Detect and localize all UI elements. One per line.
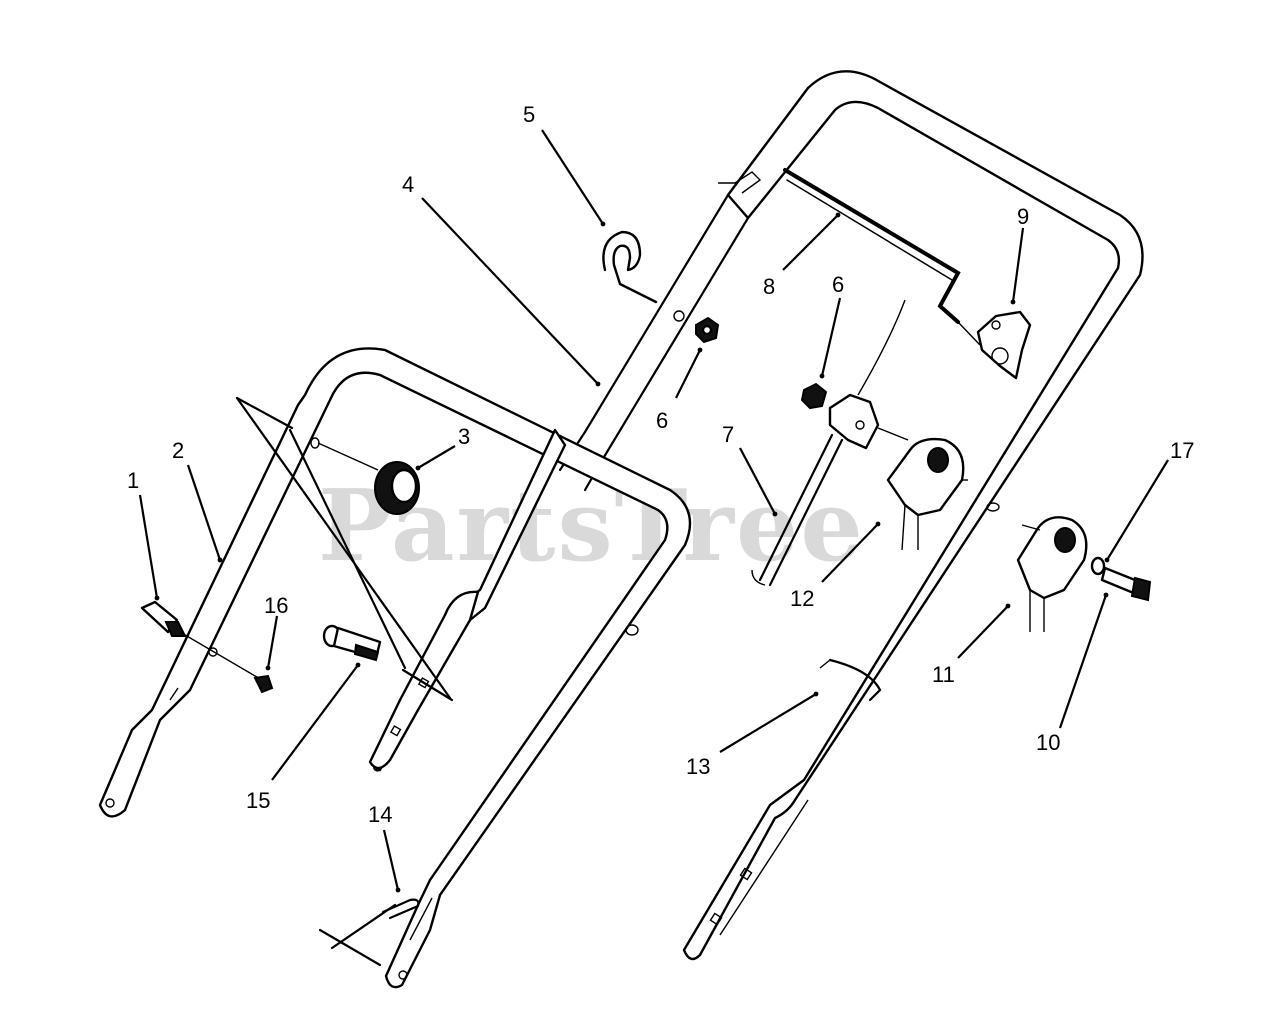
callout-7: 7 [722, 422, 778, 517]
callout-3-label: 3 [458, 424, 470, 449]
callout-8: 8 [763, 212, 841, 299]
callout-13-label: 13 [686, 754, 710, 779]
part-15-bolt [322, 624, 382, 662]
callout-8-label: 8 [763, 274, 775, 299]
upper-handle [558, 70, 1144, 961]
part-7-cable [751, 433, 844, 587]
part-11-control [1016, 516, 1088, 632]
callout-11: 11 [932, 603, 1011, 687]
part-6-nut-lower [800, 382, 828, 410]
callout-2: 2 [172, 438, 223, 563]
callout-3: 3 [415, 424, 470, 471]
callout-2-label: 2 [172, 438, 184, 463]
callout-6a: 6 [656, 347, 703, 433]
callout-9-label: 9 [1017, 204, 1029, 229]
callout-6b-label: 6 [832, 272, 844, 297]
callout-10: 10 [1036, 592, 1109, 755]
callout-6b: 6 [819, 272, 844, 379]
callout-16: 16 [264, 593, 288, 671]
callout-4-label: 4 [402, 172, 414, 197]
callout-12: 12 [790, 521, 881, 611]
callout-14: 14 [368, 802, 401, 893]
callout-10-label: 10 [1036, 730, 1060, 755]
callout-16-label: 16 [264, 593, 288, 618]
callout-4: 4 [402, 172, 601, 387]
callout-14-label: 14 [368, 802, 392, 827]
callout-9: 9 [1010, 204, 1029, 305]
part-5-clip [602, 230, 658, 304]
callout-15-label: 15 [246, 788, 270, 813]
callout-17-label: 17 [1170, 438, 1194, 463]
callout-5-label: 5 [523, 102, 535, 127]
callout-1-label: 1 [127, 468, 139, 493]
part-3-knob [310, 437, 420, 515]
part-10-bolt [1100, 566, 1152, 602]
cable-guide-block [828, 299, 909, 450]
callout-17: 17 [1104, 438, 1194, 563]
lower-handle [98, 347, 692, 989]
part-14-pin [381, 898, 420, 920]
callout-13: 13 [686, 691, 819, 779]
part-8-rod [783, 168, 961, 324]
callout-1: 1 [127, 468, 160, 601]
lower-handle-inner-leg [368, 428, 567, 772]
callout-15: 15 [246, 662, 361, 813]
callout-5: 5 [523, 102, 606, 227]
part-1-bolt [140, 600, 263, 681]
part-16-nut [253, 674, 274, 694]
part-9-bracket [957, 310, 1032, 380]
callout-7-label: 7 [722, 422, 734, 447]
part-6-nut-upper [673, 310, 720, 344]
callout-11-label: 11 [932, 662, 955, 687]
part-13-tie [819, 658, 882, 702]
part-12-control [886, 437, 968, 551]
part-17-washer [1090, 556, 1106, 576]
callout-12-label: 12 [790, 586, 814, 611]
callout-6a-label: 6 [656, 408, 668, 433]
